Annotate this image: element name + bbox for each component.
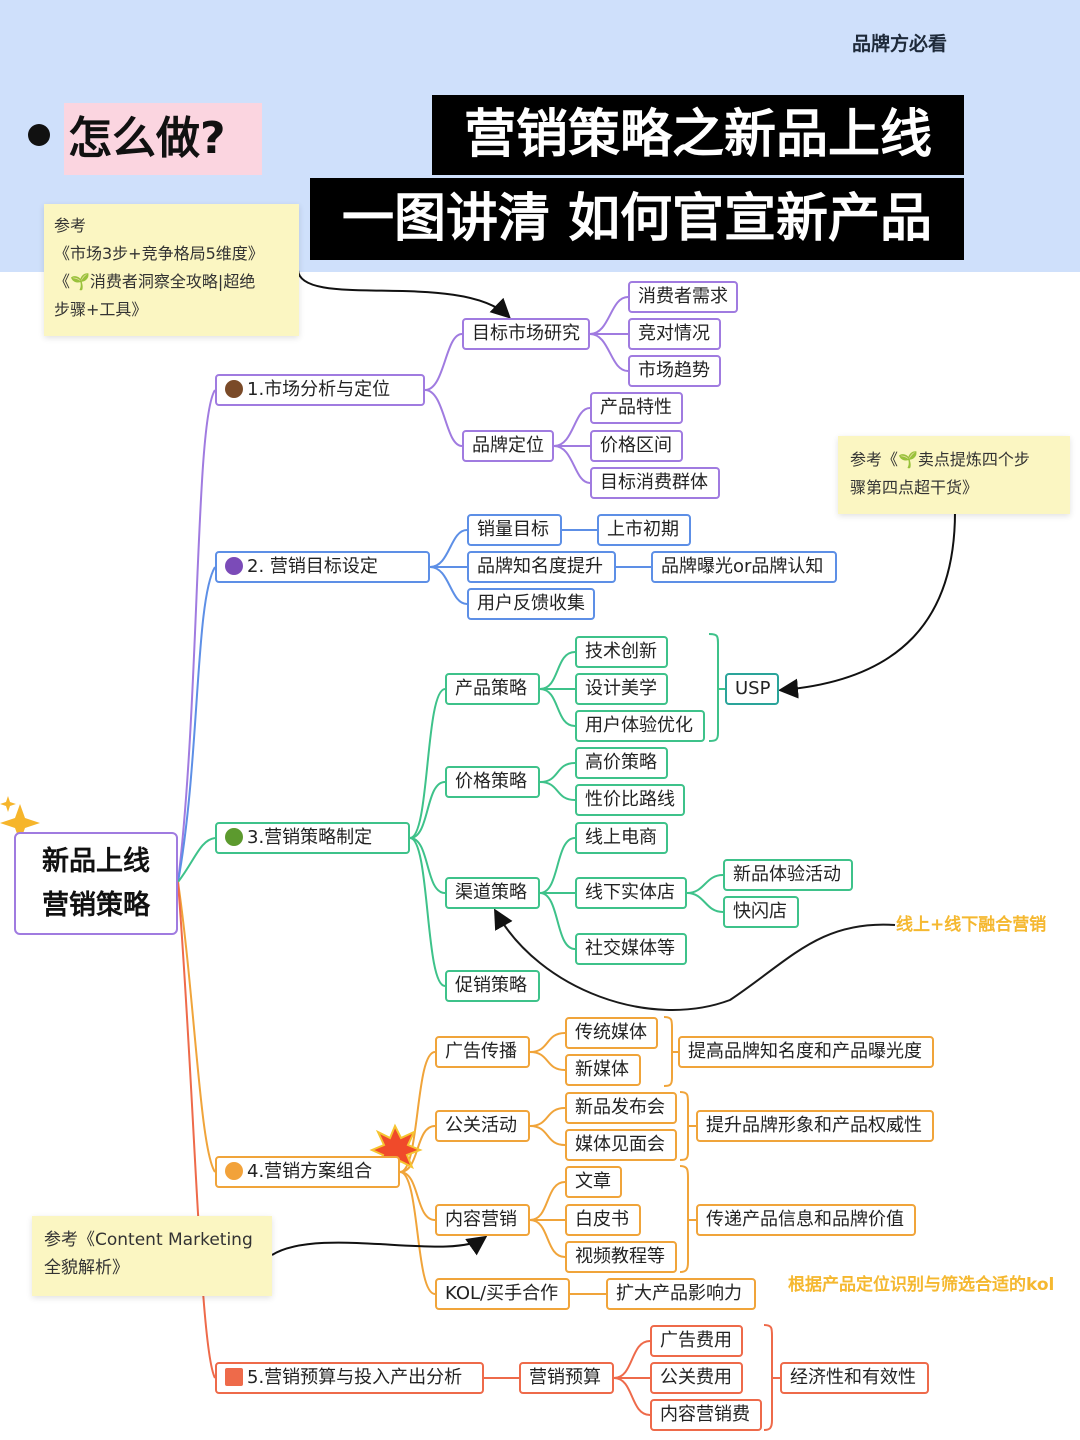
bullet-dot xyxy=(28,124,50,146)
grape-icon xyxy=(225,557,243,575)
node-value-route[interactable]: 性价比路线 xyxy=(575,784,685,816)
coconut-icon xyxy=(225,380,243,398)
node-advertising[interactable]: 广告传播 xyxy=(435,1036,530,1068)
node-media-meeting[interactable]: 媒体见面会 xyxy=(565,1129,677,1161)
root-line-2: 营销策略 xyxy=(42,890,150,921)
node-traditional-media[interactable]: 传统媒体 xyxy=(565,1017,658,1049)
node-pr-activities[interactable]: 公关活动 xyxy=(435,1110,530,1142)
node-consumer-needs[interactable]: 消费者需求 xyxy=(628,281,738,313)
note-line: 《市场3步+竞争格局5维度》 xyxy=(54,244,264,263)
reference-note-selling-point[interactable]: 参考《🌱卖点提炼四个步 骤第四点超干货》 xyxy=(838,436,1070,514)
node-launch-period[interactable]: 上市初期 xyxy=(597,514,691,546)
node-content-goal[interactable]: 传递产品信息和品牌价值 xyxy=(696,1204,916,1236)
node-marketing-budget[interactable]: 营销预算 xyxy=(519,1362,614,1394)
note-line: 骤第四点超干货》 xyxy=(850,478,979,497)
node-competitors[interactable]: 竞对情况 xyxy=(628,318,721,350)
node-brand-positioning[interactable]: 品牌定位 xyxy=(462,430,554,462)
node-pr-goal[interactable]: 提升品牌形象和产品权威性 xyxy=(696,1110,934,1142)
chart-up-icon xyxy=(225,1368,243,1386)
node-design-aesthetics[interactable]: 设计美学 xyxy=(575,673,668,705)
node-price-range[interactable]: 价格区间 xyxy=(590,430,683,462)
node-promotion-strategy[interactable]: 促销策略 xyxy=(445,970,540,1002)
node-premium-pricing[interactable]: 高价策略 xyxy=(575,747,668,779)
node-target-market-research[interactable]: 目标市场研究 xyxy=(462,318,590,350)
node-ads-goal[interactable]: 提高品牌知名度和产品曝光度 xyxy=(678,1036,934,1068)
node-channel-strategy[interactable]: 渠道策略 xyxy=(445,877,540,909)
question-label: 怎么做? xyxy=(64,103,262,175)
note-line: 《🌱消费者洞察全攻略|超绝 xyxy=(54,272,256,291)
node-video-tutorials[interactable]: 视频教程等 xyxy=(565,1241,677,1273)
node-market-trends[interactable]: 市场趋势 xyxy=(628,355,721,387)
reference-note-market[interactable]: 参考 《市场3步+竞争格局5维度》 《🌱消费者洞察全攻略|超绝 步骤+工具》 xyxy=(44,204,299,336)
node-experience-event[interactable]: 新品体验活动 xyxy=(723,859,853,891)
node-content-cost[interactable]: 内容营销费 xyxy=(650,1399,762,1431)
node-offline-store[interactable]: 线下实体店 xyxy=(575,877,687,909)
avocado-icon xyxy=(225,828,243,846)
note-line: 参考《Content Marketing xyxy=(44,1230,253,1250)
branch-marketing-goals[interactable]: 2. 营销目标设定 xyxy=(215,551,430,583)
node-launch-event[interactable]: 新品发布会 xyxy=(565,1092,677,1124)
node-popup-store[interactable]: 快闪店 xyxy=(723,896,799,928)
node-user-feedback[interactable]: 用户反馈收集 xyxy=(467,588,595,620)
node-target-consumer-group[interactable]: 目标消费群体 xyxy=(590,467,720,499)
node-social-media[interactable]: 社交媒体等 xyxy=(575,933,687,965)
root-line-1: 新品上线 xyxy=(42,846,150,877)
root-node[interactable]: 新品上线 营销策略 xyxy=(14,832,178,935)
note-line: 步骤+工具》 xyxy=(54,300,148,319)
note-line: 全貌解析》 xyxy=(44,1258,129,1278)
node-budget-goal[interactable]: 经济性和有效性 xyxy=(780,1362,929,1394)
title-line-2: 一图讲清 如何官宣新产品 xyxy=(310,178,964,260)
branch-marketing-mix[interactable]: 4.营销方案组合 xyxy=(215,1156,400,1188)
node-brand-awareness[interactable]: 品牌知名度提升 xyxy=(467,551,616,583)
node-product-strategy[interactable]: 产品策略 xyxy=(445,673,540,705)
reference-note-content-marketing[interactable]: 参考《Content Marketing 全貌解析》 xyxy=(32,1216,272,1296)
note-line: 参考《🌱卖点提炼四个步 xyxy=(850,450,1030,469)
node-whitepaper[interactable]: 白皮书 xyxy=(565,1204,641,1236)
node-sales-target[interactable]: 销量目标 xyxy=(467,514,562,546)
branch-strategy[interactable]: 3.营销策略制定 xyxy=(215,822,410,854)
node-brand-exposure[interactable]: 品牌曝光or品牌认知 xyxy=(651,551,837,583)
annotation-kol: 根据产品定位识别与筛选合适的kol xyxy=(788,1275,1055,1295)
title-line-1: 营销策略之新品上线 xyxy=(432,95,964,175)
node-product-features[interactable]: 产品特性 xyxy=(590,392,683,424)
node-kol-cooperation[interactable]: KOL/买手合作 xyxy=(435,1278,570,1310)
node-content-marketing[interactable]: 内容营销 xyxy=(435,1204,530,1236)
node-pr-cost[interactable]: 公关费用 xyxy=(650,1362,743,1394)
node-tech-innovation[interactable]: 技术创新 xyxy=(575,636,668,668)
annotation-online-offline: 线上+线下融合营销 xyxy=(896,915,1047,935)
node-new-media[interactable]: 新媒体 xyxy=(565,1054,641,1086)
node-ux-optimization[interactable]: 用户体验优化 xyxy=(575,710,705,742)
node-ad-cost[interactable]: 广告费用 xyxy=(650,1325,743,1357)
note-line: 参考 xyxy=(54,216,87,235)
sparkle-icon xyxy=(0,804,40,842)
branch-budget-roi[interactable]: 5.营销预算与投入产出分析 xyxy=(215,1362,484,1394)
lion-icon xyxy=(225,1162,243,1180)
node-usp[interactable]: USP xyxy=(725,673,779,705)
brand-tag: 品牌方必看 xyxy=(852,33,948,55)
node-price-strategy[interactable]: 价格策略 xyxy=(445,766,540,798)
node-kol-goal[interactable]: 扩大产品影响力 xyxy=(606,1278,756,1310)
branch-market-analysis[interactable]: 1.市场分析与定位 xyxy=(215,374,425,406)
node-online-ecommerce[interactable]: 线上电商 xyxy=(575,822,668,854)
node-articles[interactable]: 文章 xyxy=(565,1166,622,1198)
